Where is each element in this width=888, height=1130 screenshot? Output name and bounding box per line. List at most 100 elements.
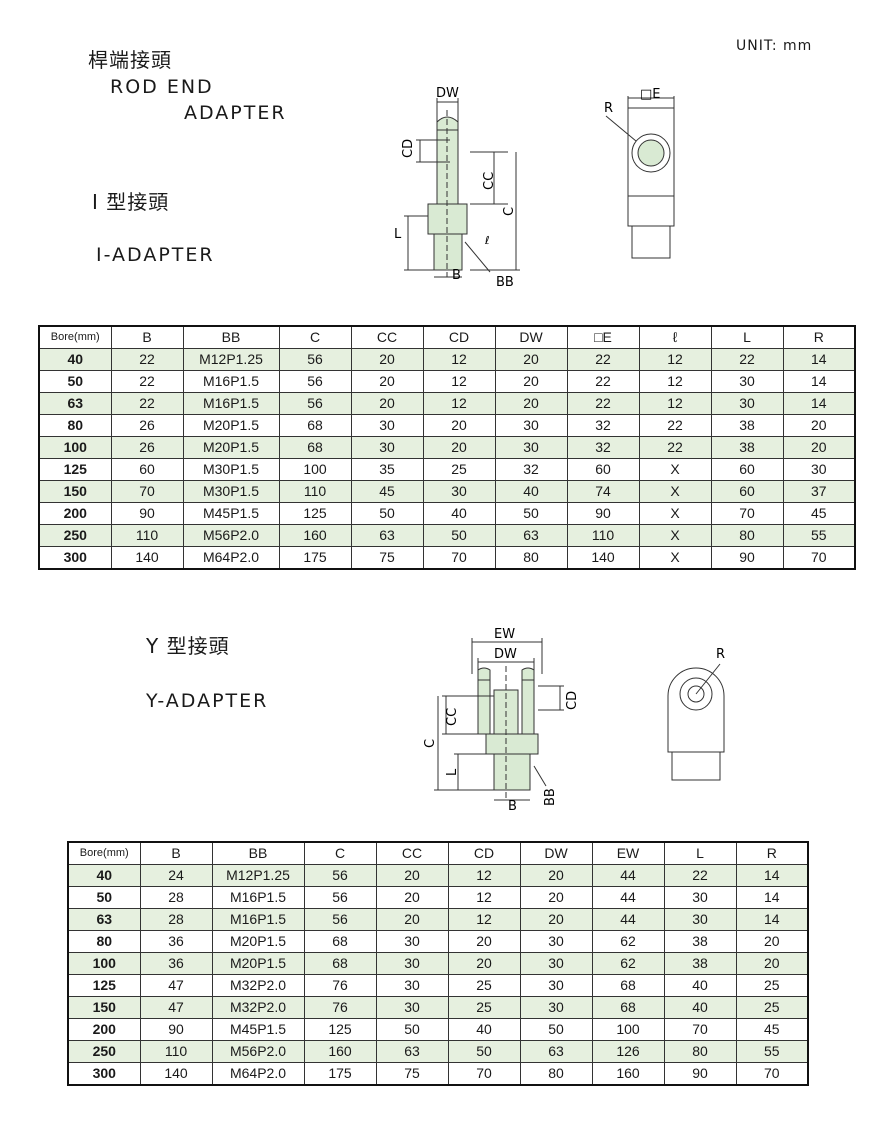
table-cell: 90: [139, 1018, 213, 1041]
table-cell: 25: [735, 974, 809, 997]
table-cell: 90: [110, 502, 184, 525]
table-cell: 20: [375, 908, 449, 931]
table-cell: 40: [447, 1018, 521, 1041]
table-cell: 62: [591, 930, 665, 953]
table-cell: 70: [663, 1018, 737, 1041]
table-cell: 12: [638, 370, 712, 393]
table-cell: M56P2.0: [182, 524, 280, 547]
table-cell: 12: [447, 908, 521, 931]
e-label: □E: [640, 87, 661, 102]
rod-end-title-en-2: ADAPTER: [184, 102, 287, 124]
table-cell: 22: [638, 436, 712, 459]
table-cell: 80: [663, 1040, 737, 1063]
table-cell: 50: [447, 1040, 521, 1063]
table-cell: 36: [139, 930, 213, 953]
column-header: EW: [591, 841, 665, 865]
table-cell: 68: [591, 996, 665, 1019]
table-cell: 30: [375, 952, 449, 975]
table-cell: 30: [494, 414, 568, 437]
column-header: CD: [447, 841, 521, 865]
cc-label: CC: [482, 172, 497, 190]
table-cell: 38: [663, 930, 737, 953]
rod-end-title-cn: 桿端接頭: [88, 48, 172, 72]
table-cell: 22: [663, 864, 737, 887]
table-cell: 110: [278, 480, 352, 503]
y-adapter-side-drawing: EW DW CD CC C L B BB: [423, 627, 580, 814]
table-cell: 30: [710, 392, 784, 415]
table-cell: 110: [139, 1040, 213, 1063]
table-cell: 12: [447, 864, 521, 887]
table-cell: 55: [782, 524, 856, 547]
table-cell: M16P1.5: [182, 370, 280, 393]
table-cell: 20: [735, 952, 809, 975]
table-cell: M30P1.5: [182, 480, 280, 503]
table-cell: M30P1.5: [182, 458, 280, 481]
table-cell: M56P2.0: [211, 1040, 305, 1063]
bb-label: BB: [496, 275, 514, 290]
table-cell: 140: [110, 546, 184, 570]
table-cell: 30: [663, 908, 737, 931]
table-cell: M16P1.5: [211, 908, 305, 931]
ell-label: ℓ: [484, 234, 490, 247]
column-header: □E: [566, 325, 640, 349]
bore-cell: 300: [67, 1062, 141, 1086]
column-header: C: [278, 325, 352, 349]
column-header: B: [139, 841, 213, 865]
bore-cell: 40: [67, 864, 141, 887]
table-cell: 12: [422, 392, 496, 415]
table-cell: X: [638, 480, 712, 503]
table-cell: 70: [782, 546, 856, 570]
table-cell: 74: [566, 480, 640, 503]
table-cell: 63: [375, 1040, 449, 1063]
bore-cell: 250: [38, 524, 112, 547]
table-cell: 14: [782, 370, 856, 393]
table-cell: 68: [303, 930, 377, 953]
column-header: CC: [350, 325, 424, 349]
table-cell: 20: [494, 392, 568, 415]
table-cell: 63: [519, 1040, 593, 1063]
table-cell: 40: [422, 502, 496, 525]
column-header: ℓ: [638, 325, 712, 349]
i-adapter-side-drawing: DW CD CC C L ℓ B BB: [394, 86, 520, 290]
table-cell: 22: [710, 348, 784, 371]
table-cell: 30: [375, 996, 449, 1019]
table-cell: 175: [303, 1062, 377, 1086]
table-cell: 90: [710, 546, 784, 570]
table-cell: 40: [663, 974, 737, 997]
table-cell: 37: [782, 480, 856, 503]
table-cell: 68: [278, 414, 352, 437]
table-cell: 12: [638, 348, 712, 371]
table-cell: 20: [782, 414, 856, 437]
y-adapter-title-cn: Y 型接頭: [146, 634, 230, 658]
column-header: C: [303, 841, 377, 865]
table-cell: 32: [566, 436, 640, 459]
i-adapter-title-en: I-ADAPTER: [96, 244, 215, 266]
r-label: R: [716, 647, 725, 662]
table-cell: 125: [278, 502, 352, 525]
table-cell: 126: [591, 1040, 665, 1063]
bore-cell: 100: [67, 952, 141, 975]
bore-cell: 80: [67, 930, 141, 953]
table-cell: 70: [110, 480, 184, 503]
table-cell: 35: [350, 458, 424, 481]
table-cell: 75: [375, 1062, 449, 1086]
table-cell: 100: [591, 1018, 665, 1041]
table-cell: 20: [350, 370, 424, 393]
table-cell: M20P1.5: [182, 436, 280, 459]
table-cell: M45P1.5: [211, 1018, 305, 1041]
table-cell: 14: [735, 908, 809, 931]
bore-cell: 125: [67, 974, 141, 997]
table-cell: 30: [519, 952, 593, 975]
cd-label: CD: [565, 691, 580, 710]
y-adapter-front-drawing: R: [667, 647, 725, 781]
bore-cell: 150: [67, 996, 141, 1019]
r-label: R: [604, 101, 613, 116]
